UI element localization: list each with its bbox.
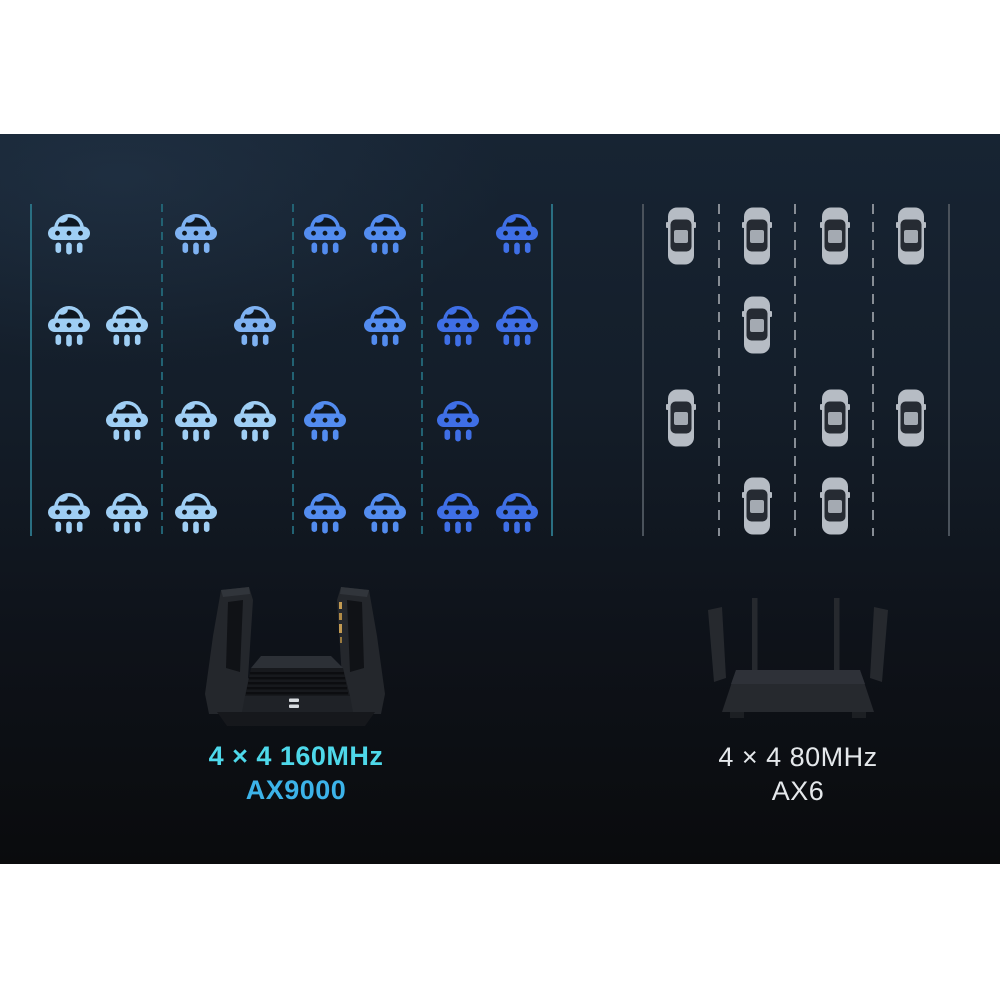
ufo-icon bbox=[46, 297, 92, 347]
ufo-icon bbox=[173, 484, 219, 534]
lane-lines bbox=[30, 204, 950, 536]
ufo-icon bbox=[494, 297, 540, 347]
ufo-icon bbox=[104, 297, 150, 347]
ax9000-router-image bbox=[203, 586, 389, 728]
car-icon bbox=[896, 207, 927, 265]
ax9000-led-lights bbox=[289, 698, 299, 708]
ufo-icon bbox=[46, 205, 92, 255]
ufo-icon bbox=[173, 392, 219, 442]
ufo-icon bbox=[232, 297, 278, 347]
ax9000-model-label: AX9000 bbox=[245, 775, 347, 805]
car-icon bbox=[742, 477, 773, 535]
ax6-bandwidth-label: 4 × 4 80MHz bbox=[718, 742, 878, 772]
car-icon bbox=[820, 207, 851, 265]
car-icon bbox=[742, 207, 773, 265]
ax6-model-label: AX6 bbox=[771, 776, 825, 806]
ufo-icon bbox=[302, 392, 348, 442]
ax9000-bandwidth-label: 4 × 4 160MHz bbox=[208, 741, 384, 771]
device-icons-layer bbox=[0, 134, 1000, 864]
car-icon bbox=[820, 477, 851, 535]
ax9000-caption: 4 × 4 160MHz AX9000 bbox=[209, 739, 384, 807]
comparison-panel: 4 × 4 160MHz AX9000 4 × 4 80MHz AX6 bbox=[0, 134, 1000, 864]
ufo-icon bbox=[173, 205, 219, 255]
ufo-icon bbox=[494, 484, 540, 534]
ufo-icon bbox=[302, 205, 348, 255]
ufo-icon bbox=[435, 297, 481, 347]
ufo-icon bbox=[362, 205, 408, 255]
car-icon bbox=[666, 207, 697, 265]
car-icon bbox=[666, 389, 697, 447]
ufo-icon bbox=[104, 484, 150, 534]
ufo-icon bbox=[232, 392, 278, 442]
car-icon bbox=[896, 389, 927, 447]
ufo-icon bbox=[494, 205, 540, 255]
ufo-icon bbox=[104, 392, 150, 442]
ax6-antennas bbox=[708, 598, 888, 682]
ax6-router-image bbox=[700, 596, 896, 720]
ax6-caption: 4 × 4 80MHz AX6 bbox=[718, 740, 877, 808]
car-icon bbox=[742, 296, 773, 354]
ufo-icon bbox=[46, 484, 92, 534]
ufo-icon bbox=[362, 297, 408, 347]
car-icon bbox=[820, 389, 851, 447]
ufo-icon bbox=[302, 484, 348, 534]
ufo-icon bbox=[362, 484, 408, 534]
ufo-icon bbox=[435, 484, 481, 534]
ax9000-gold-strip bbox=[339, 602, 342, 643]
ufo-icon bbox=[435, 392, 481, 442]
